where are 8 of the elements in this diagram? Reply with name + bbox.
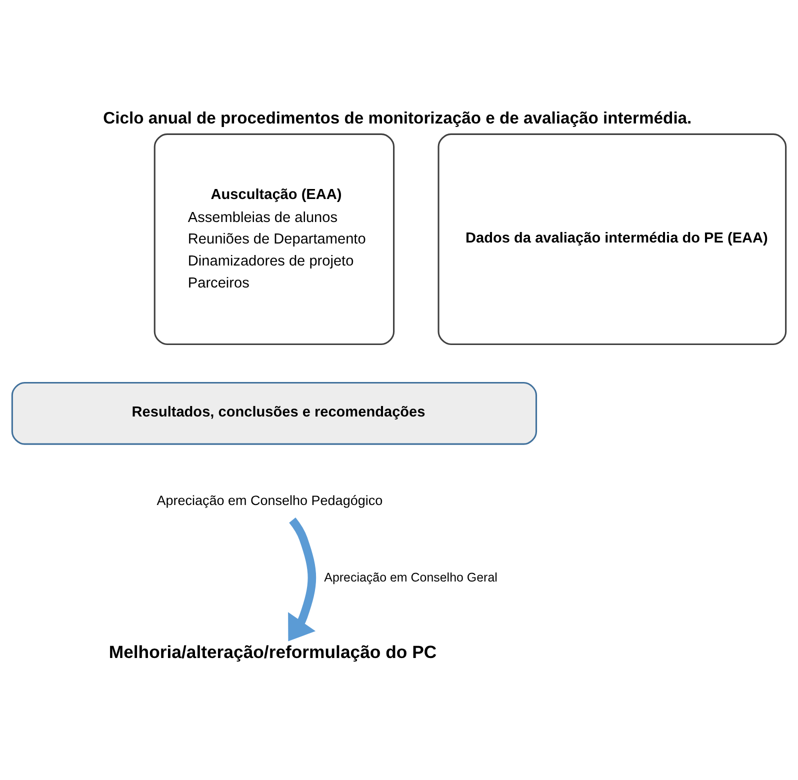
edge-label: Apreciação em Conselho Geral <box>324 570 498 584</box>
diagram-title: Ciclo anual de procedimentos de monitorização e de avaliação intermédia. <box>103 108 692 128</box>
node-box: Auscultação (EAA) Assembleias de alunos Reuniões de Departamento Dinamizadores de projeto Parceiros <box>154 133 395 346</box>
arrow <box>288 517 316 642</box>
node-text: Apreciação em Conselho Pedagógico <box>156 492 383 508</box>
node-box: Dados da avaliação intermédia do PE (EAA) <box>438 133 787 346</box>
node-text: Melhoria/alteração/reformulação do PC <box>108 642 437 662</box>
node-box: Resultados, conclusões e recomendações <box>11 382 538 445</box>
